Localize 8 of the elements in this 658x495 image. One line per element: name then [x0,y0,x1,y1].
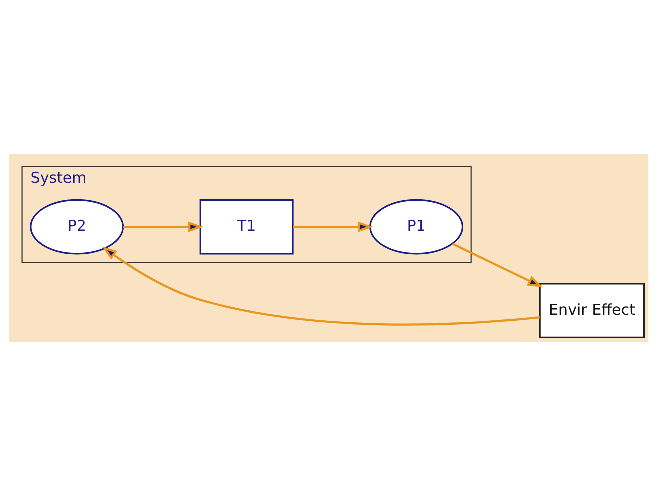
arrow [102,246,540,326]
node-box: Envir Effect [539,282,646,338]
node-ellipse: P1 [370,198,464,254]
arrow [452,242,543,288]
node-ellipse: P2 [30,198,124,254]
arrow [124,221,204,232]
node-box: T1 [200,198,294,254]
arrow [293,221,374,232]
